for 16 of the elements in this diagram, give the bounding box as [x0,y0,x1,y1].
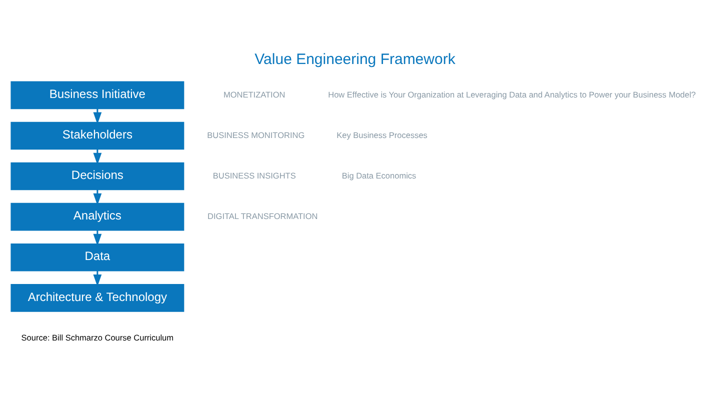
label: BUSINESS INSIGHTS [212,170,296,180]
label: BUSINESS MONITORING [207,130,305,140]
arrow [93,108,102,124]
node-box: Business Initiative [10,80,184,109]
label: MONETIZATION [224,90,286,99]
label: Key Business Processes [336,130,428,140]
node-box: Decisions [10,162,184,190]
label: DIGITAL TRANSFORMATION [208,211,318,220]
diagram-title: Value Engineering Framework [254,50,456,68]
node-box: Architecture & Technology [10,284,184,312]
node-box: Analytics [10,202,184,230]
label: Big Data Economics [342,170,416,180]
caption: Source: Bill Schmarzo Course Curriculum [21,333,174,342]
node-box: Stakeholders [10,121,184,150]
node-box: Data [10,242,184,271]
label: How Effective is Your Organization at Leveraging Data and Analytics to Power your Business Model? [328,90,696,99]
